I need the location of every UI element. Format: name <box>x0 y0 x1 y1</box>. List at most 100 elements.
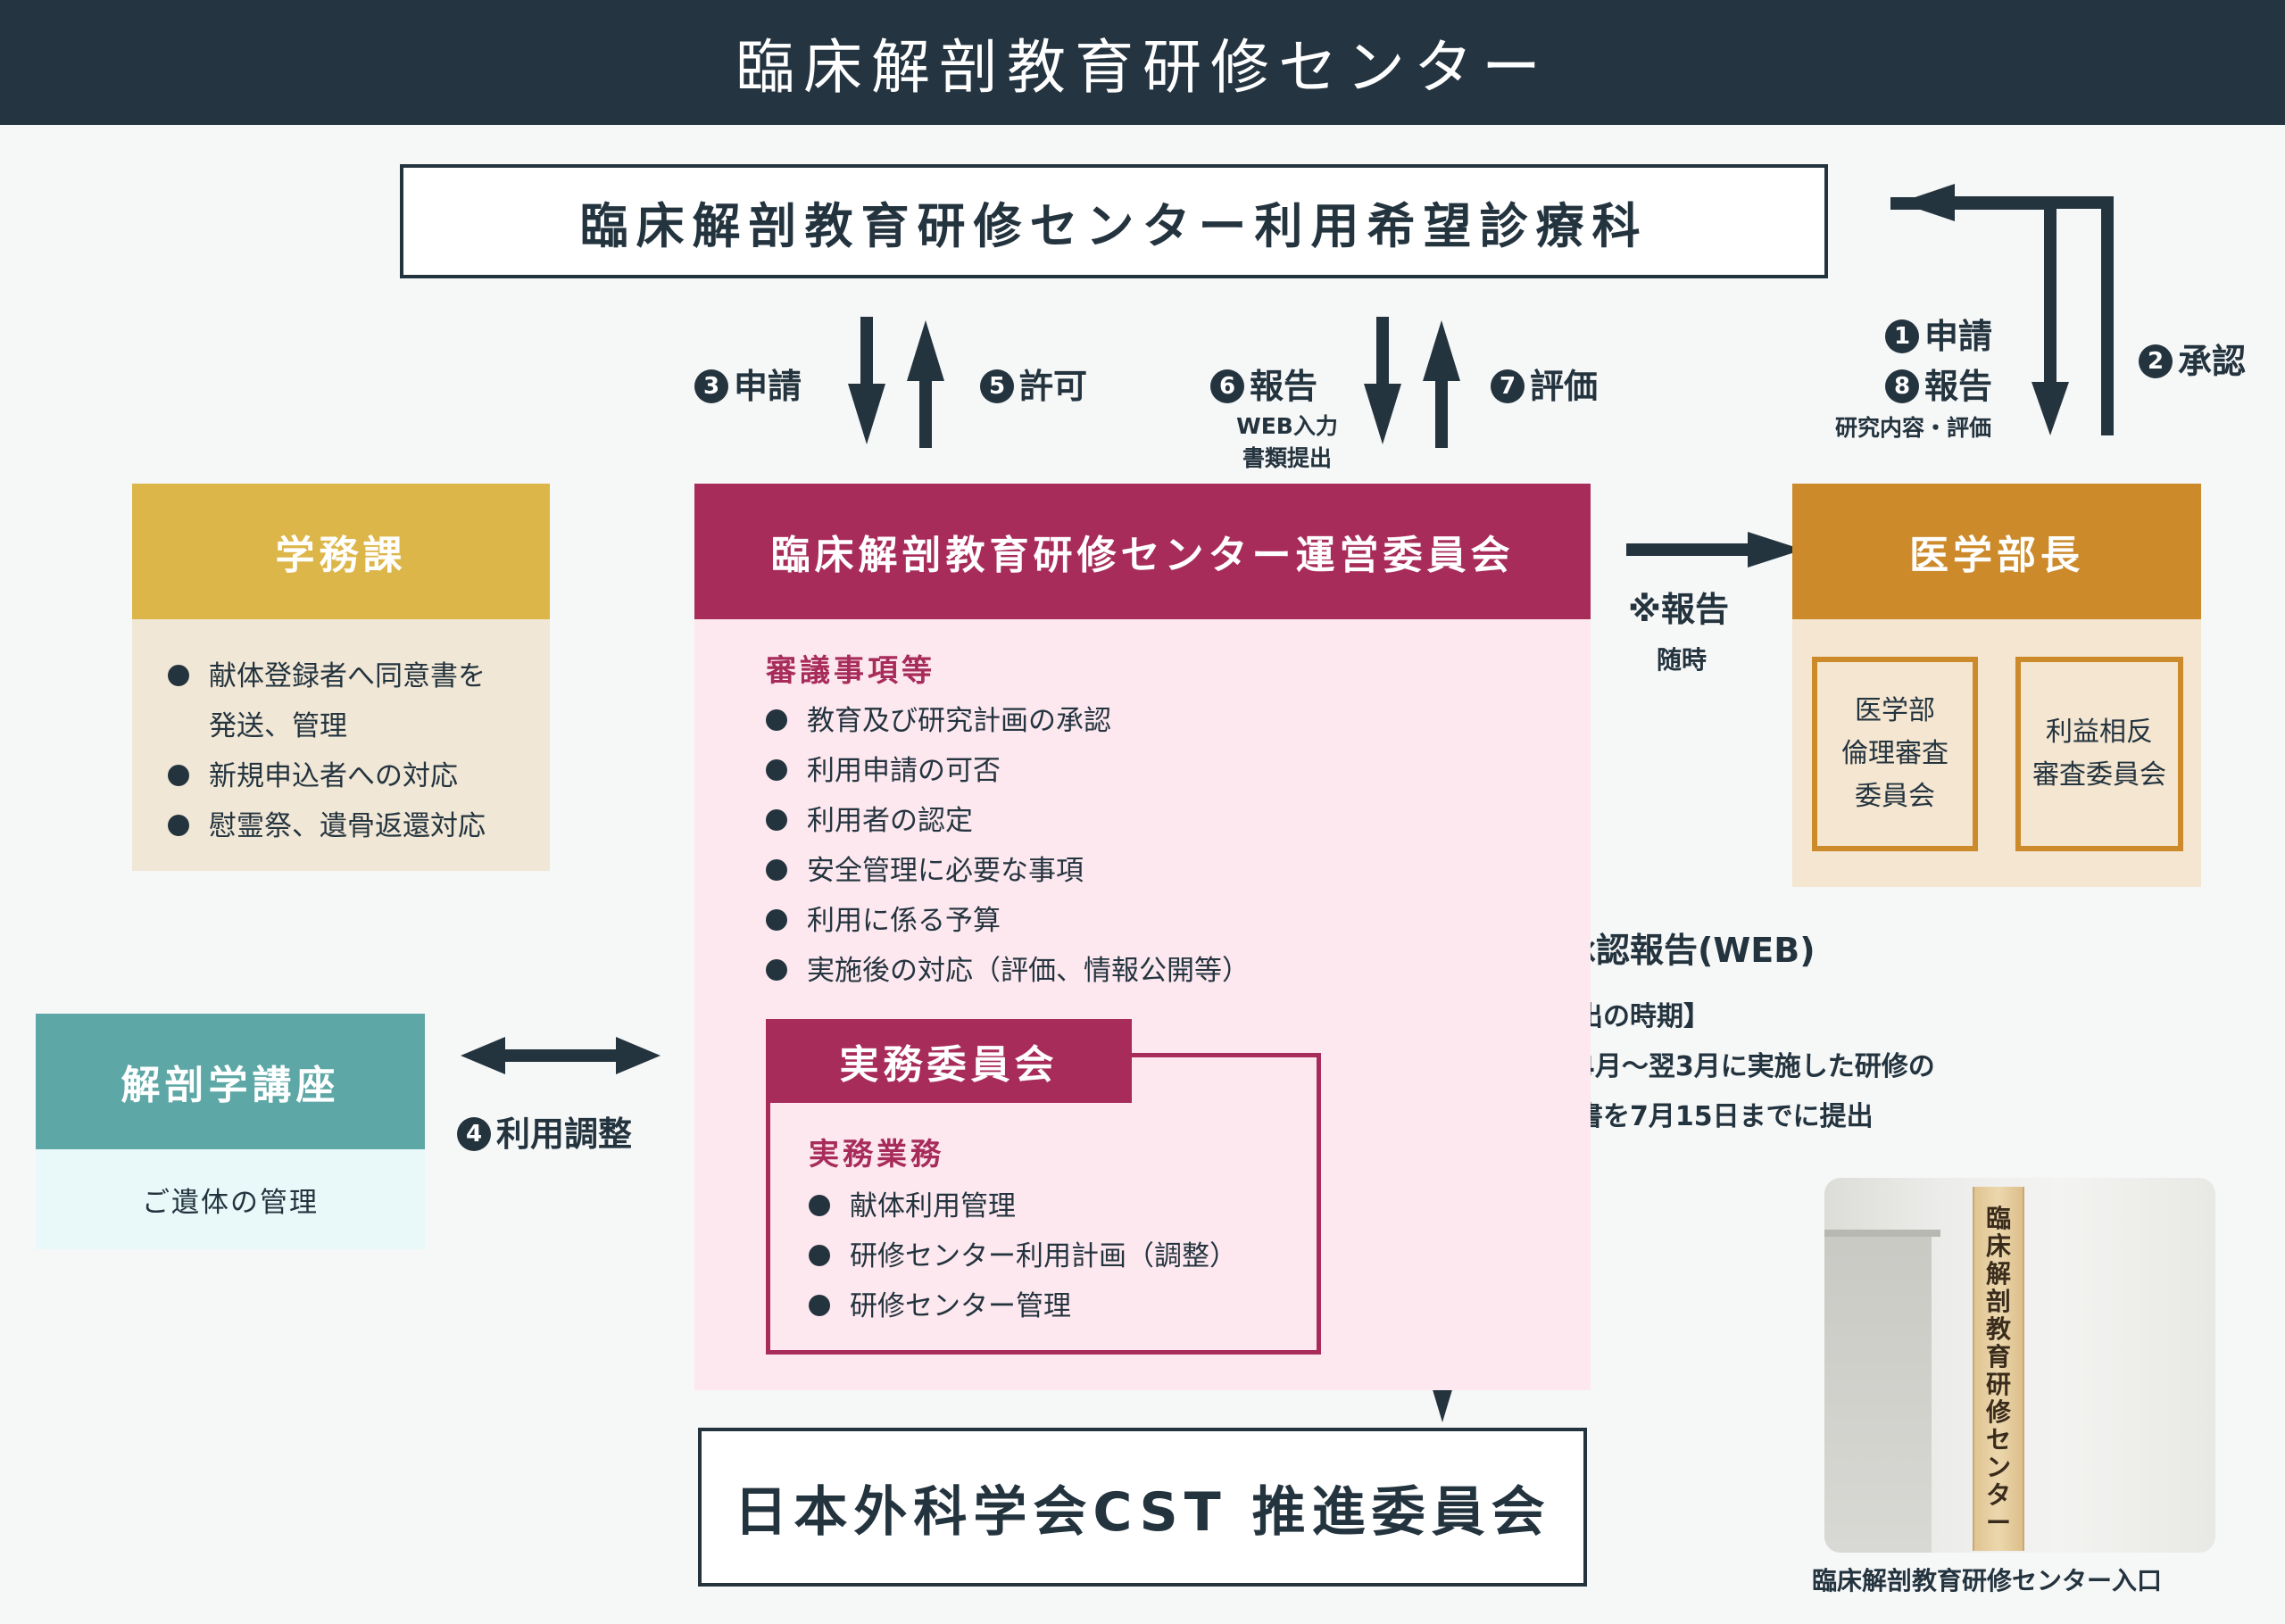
sign-char: ー <box>1985 1508 2011 1537</box>
arrow-6-head <box>1364 384 1401 444</box>
committee-item-text: 利用申請の可否 <box>807 755 1001 787</box>
department-box: 臨床解剖教育研修センター利用希望診療科 <box>400 164 1828 278</box>
list-item: 新規申込者への対応 <box>168 751 550 801</box>
arrow-3-head <box>848 384 885 444</box>
committee-item-text: 利用者の認定 <box>807 805 973 837</box>
arrow-report-shaft <box>1626 543 1751 556</box>
gakumu-header: 学務課 <box>132 484 550 619</box>
bullet-icon <box>168 764 189 786</box>
ethics-line2: 倫理審査 <box>1841 738 1948 769</box>
list-item: 実施後の対応（評価、情報公開等） <box>766 946 1250 996</box>
list-item: 研修センター管理 <box>809 1281 1237 1331</box>
arrow-4-left <box>461 1037 505 1074</box>
arrow-6-shaft <box>1376 317 1389 388</box>
step-3-badge: 3 <box>694 369 728 403</box>
sign-char: 床 <box>1985 1231 2011 1261</box>
bullet-icon <box>809 1194 830 1216</box>
arrow-1-shaft <box>2044 197 2056 385</box>
jitsumu-list: 献体利用管理 研修センター利用計画（調整） 研修センター管理 <box>809 1181 1237 1331</box>
sign-char: タ <box>1985 1480 2011 1510</box>
committee-item-text: 実施後の対応（評価、情報公開等） <box>807 955 1250 987</box>
bullet-icon <box>766 858 787 881</box>
step-4-badge: 4 <box>457 1116 491 1151</box>
arrow-5-head <box>907 320 944 381</box>
page-header: 臨床解剖教育研修センター <box>0 0 2285 125</box>
step-6-badge: 6 <box>1210 369 1244 403</box>
arrow-6-sub1: WEB入力 <box>1236 413 1338 439</box>
photo-door-frame <box>1824 1230 1940 1237</box>
dean-header: 医学部長 <box>1792 484 2201 619</box>
arrow-1-head <box>2032 382 2069 435</box>
sign-char: 研 <box>1985 1370 2011 1399</box>
ethics-committee-box: 医学部 倫理審査 委員会 <box>1812 657 1978 851</box>
arrow-1-text: 申請 <box>1924 317 1993 356</box>
step-5-badge: 5 <box>980 369 1014 403</box>
arrow-6-text: 報告 <box>1250 367 1318 406</box>
list-item: 利用者の認定 <box>766 796 1250 846</box>
gakumu-item-text: 新規申込者への対応 <box>209 760 458 792</box>
gakumu-item-text: 発送、管理 <box>209 710 347 742</box>
arrow-report-sub: 随時 <box>1657 645 1708 675</box>
arrow-report-head <box>1748 532 1803 568</box>
photo-door <box>1824 1230 1932 1553</box>
committee-item-text: 教育及び研究計画の承認 <box>807 705 1111 737</box>
ethics-line1: 医学部 <box>1855 695 1935 726</box>
list-item: 献体登録者へ同意書を <box>168 651 550 701</box>
list-item: 利用申請の可否 <box>766 746 1250 796</box>
arrow-2-top <box>1953 196 2114 209</box>
sign-text: 臨床解剖教育研修センター <box>1974 1205 2023 1537</box>
jitsumu-box <box>766 1053 1321 1355</box>
step-7-badge: 7 <box>1491 369 1525 403</box>
bullet-icon <box>766 958 787 981</box>
arrow-7-head <box>1423 320 1460 381</box>
coi-line1: 利益相反 <box>2046 717 2153 748</box>
sign-char: ン <box>1985 1453 2011 1482</box>
list-item: 献体利用管理 <box>809 1181 1237 1231</box>
wooden-sign: 臨床解剖教育研修センター <box>1973 1187 2024 1551</box>
list-item: 安全管理に必要な事項 <box>766 846 1250 896</box>
coi-line2: 審査委員会 <box>2032 759 2166 791</box>
arrow-8-sub: 研究内容・評価 <box>1835 415 1992 441</box>
jitsumu-item-text: 研修センター利用計画（調整） <box>850 1240 1237 1272</box>
arrow-2-head <box>1899 184 1955 221</box>
step-2-badge: 2 <box>2139 344 2173 378</box>
jitsumu-item-text: 献体利用管理 <box>850 1190 1016 1222</box>
submission-line1: 毎年4月～翌3月に実施した研修の <box>1523 1051 1935 1082</box>
arrow-report-label: ※報告 <box>1628 590 1729 629</box>
step-1-badge: 1 <box>1885 319 1919 353</box>
bullet-icon <box>766 908 787 931</box>
bullet-icon <box>766 708 787 731</box>
arrow-5-shaft <box>919 377 932 448</box>
jitsumu-header: 実務委員会 <box>766 1019 1132 1103</box>
committee-title: 臨床解剖教育研修センター運営委員会 <box>770 533 1515 578</box>
kaibo-body: ご遺体の管理 <box>36 1149 425 1249</box>
photo-caption: 臨床解剖教育研修センター入口 <box>1812 1566 2163 1595</box>
entrance-photo: 臨床解剖教育研修センター <box>1824 1178 2215 1553</box>
arrow-7-text: 評価 <box>1530 367 1599 406</box>
arrow-8-text: 報告 <box>1924 367 1993 406</box>
gakumu-item-text: 慰霊祭、遺骨返還対応 <box>209 810 486 842</box>
gakumu-body: 献体登録者へ同意書を 発送、管理 新規申込者への対応 慰霊祭、遺骨返還対応 <box>132 619 550 871</box>
bullet-icon <box>168 664 189 686</box>
department-box-label: 臨床解剖教育研修センター利用希望診療科 <box>579 197 1649 254</box>
jitsumu-item-text: 研修センター管理 <box>850 1290 1071 1322</box>
arrow-3-text: 申請 <box>734 367 802 406</box>
kaibo-item: ご遺体の管理 <box>142 1186 319 1219</box>
bullet-icon <box>809 1294 830 1316</box>
arrow-5-text: 許可 <box>1019 367 1088 406</box>
cst-label: 日本外科学会CST 推進委員会 <box>734 1480 1551 1544</box>
list-item: 利用に係る予算 <box>766 896 1250 946</box>
committee-item-text: 安全管理に必要な事項 <box>807 855 1084 887</box>
arrow-4-text: 利用調整 <box>496 1114 633 1154</box>
sign-char: 解 <box>1985 1259 2011 1288</box>
bullet-icon <box>809 1244 830 1266</box>
ethics-line3: 委員会 <box>1855 781 1935 812</box>
arrow-4-shaft <box>500 1049 616 1062</box>
